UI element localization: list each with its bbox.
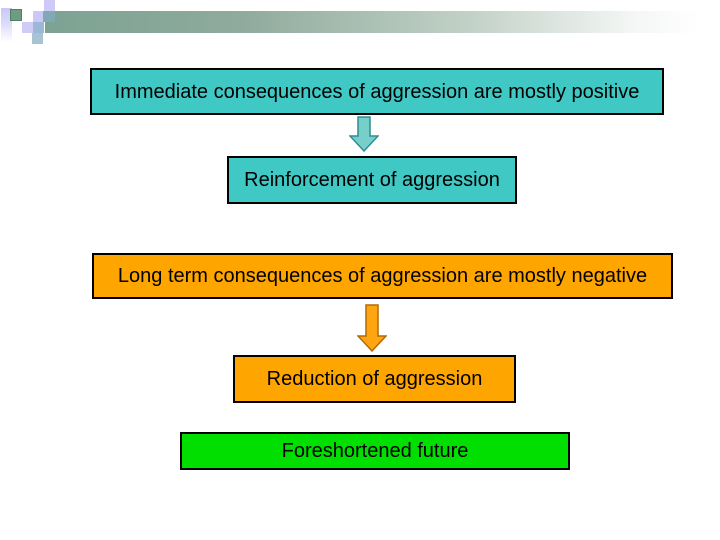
- flow-box-reduction: Reduction of aggression: [233, 355, 516, 403]
- flow-box-label: Reduction of aggression: [266, 368, 483, 390]
- pixel-tile-blue: [33, 22, 44, 33]
- pixel-tile-light-blue: [32, 33, 43, 44]
- pixel-tile-lavender: [33, 11, 44, 22]
- flow-box-label: Long term consequences of aggression are…: [117, 265, 648, 287]
- pixel-tile-teal-blue: [43, 11, 55, 22]
- pixel-tile-lavender: [44, 0, 55, 11]
- flow-box-reinforcement: Reinforcement of aggression: [227, 156, 517, 204]
- left-gradient-strip: [1, 8, 12, 42]
- flow-box-label: Reinforcement of aggression: [244, 169, 500, 191]
- pixel-tile-lavender: [22, 22, 33, 33]
- flow-box-label: Immediate consequences of aggression are…: [114, 80, 640, 103]
- flow-box-foreshortened-future: Foreshortened future: [180, 432, 570, 470]
- flow-box-longterm-consequences: Long term consequences of aggression are…: [92, 253, 673, 299]
- top-banner-gradient-bar: [45, 11, 700, 33]
- flow-box-immediate-consequences: Immediate consequences of aggression are…: [90, 68, 664, 115]
- flow-box-label: Foreshortened future: [281, 440, 469, 462]
- down-arrow-icon: [357, 304, 387, 352]
- down-arrow-icon: [349, 116, 379, 152]
- pixel-tile-green: [10, 9, 22, 21]
